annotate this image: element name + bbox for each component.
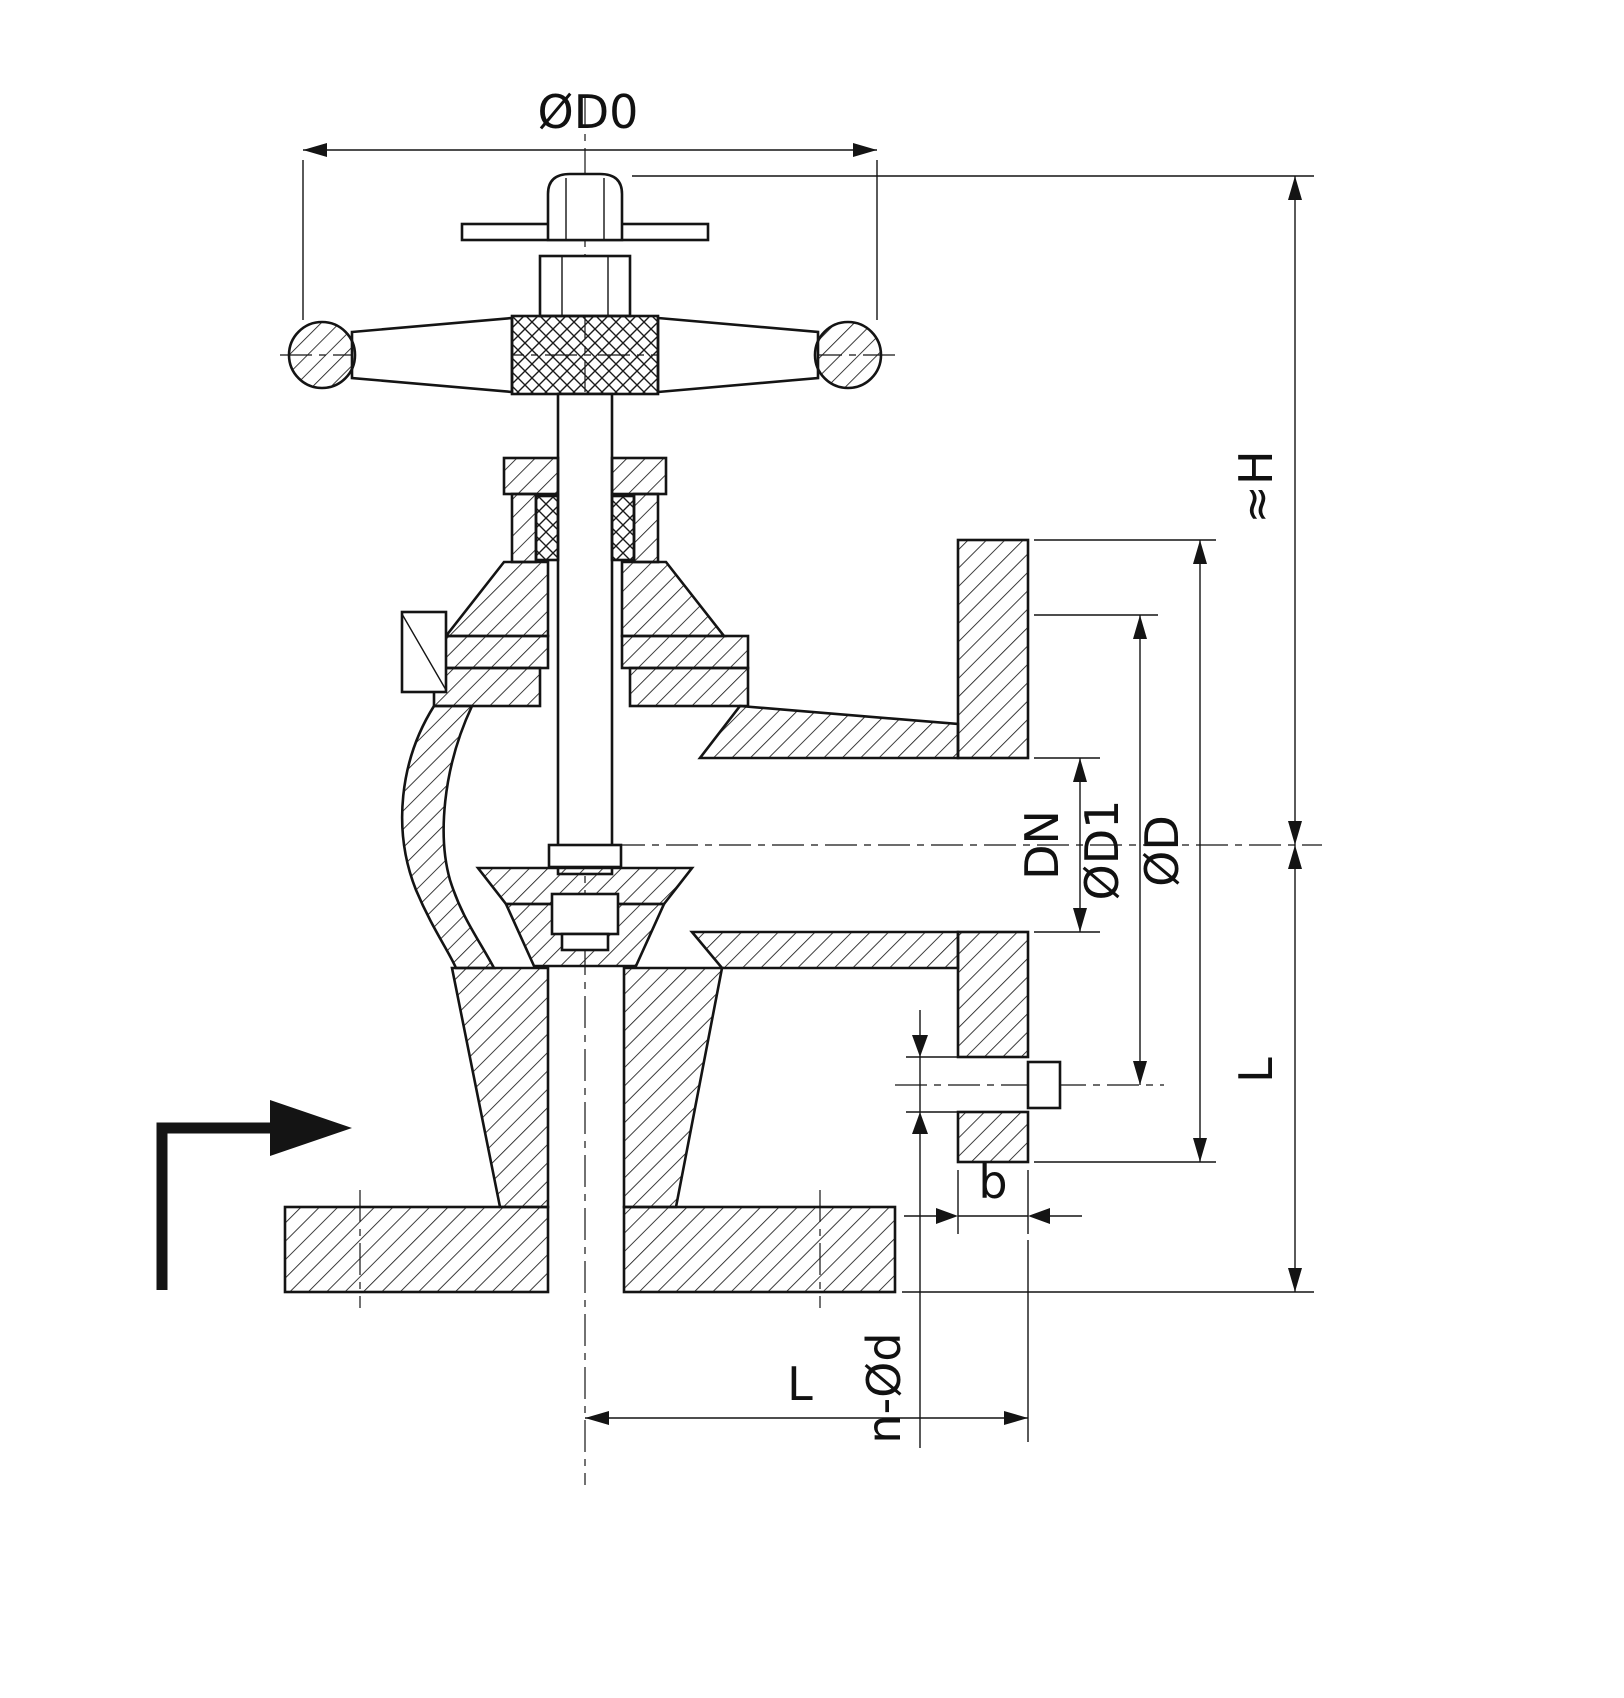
handwheel-hub: [510, 314, 660, 396]
dim-l-side: L: [902, 845, 1314, 1293]
gland-flange-left: [502, 456, 560, 496]
dim-nd: n-Ød: [857, 1010, 958, 1448]
stem-shaft: [556, 392, 614, 876]
bonnet-wall-left: [443, 560, 550, 638]
outlet-wall-top: [697, 704, 960, 760]
dim-l-bottom-label: L: [787, 1357, 813, 1411]
bonnet-clamp-detail: [401, 613, 447, 691]
dim-l-side-label: L: [1229, 1057, 1283, 1083]
bonnet-flange-right: [620, 634, 750, 670]
dim-l-bottom: L: [585, 1240, 1029, 1442]
outlet-flange-upper: [956, 538, 1030, 760]
dim-d1-label: ØD1: [1075, 800, 1129, 901]
dim-b-arrow-right: [1028, 1208, 1050, 1224]
stem-tip: [560, 932, 610, 952]
body-flange-right: [628, 666, 750, 708]
outlet-wall-bottom: [689, 930, 960, 970]
gland-packing: [502, 456, 668, 564]
dim-nd-arrow-bottom: [912, 1112, 928, 1134]
body-flange-left: [432, 666, 542, 708]
dim-nd-extension-lines: [906, 1056, 958, 1113]
outlet-flange: [956, 538, 1062, 1164]
base-flange-right: [622, 1205, 897, 1294]
dim-b: b: [904, 1155, 1082, 1234]
packing-rings-right: [610, 494, 636, 562]
dim-nd-label: n-Ød: [857, 1332, 911, 1443]
spoke-right: [656, 316, 820, 394]
base-flange-left: [283, 1205, 550, 1294]
dim-dn: DN: [1015, 757, 1100, 933]
dim-dn-label: DN: [1015, 810, 1069, 880]
outlet-flange-middle: [956, 930, 1030, 1059]
dim-dn-extension-lines: [1034, 757, 1100, 933]
cap-nut-facets: [565, 178, 605, 240]
rim-section-right: [813, 320, 883, 390]
disc-nut: [550, 892, 620, 936]
dim-d0-label: ØD0: [538, 85, 639, 139]
valve-stem: [547, 392, 623, 876]
bonnet: [400, 560, 750, 708]
flow-direction: [156, 1100, 352, 1290]
stuffing-box-right: [632, 492, 660, 564]
valve-body: [400, 704, 960, 1209]
packing-rings-left: [534, 494, 560, 562]
dim-d-extension-lines: [1034, 539, 1216, 1163]
dim-b-label: b: [978, 1155, 1007, 1209]
stem-collar: [547, 843, 623, 869]
bolt-hole-boss: [1026, 1060, 1062, 1110]
stuffing-box-left: [510, 492, 538, 564]
hex-nut-facets: [561, 256, 609, 316]
dim-b-arrow-left: [936, 1208, 958, 1224]
dim-nd-arrow-top: [912, 1035, 928, 1057]
dim-d0-extension-lines: [302, 160, 878, 320]
spoke-left: [350, 316, 514, 394]
cap-nut: [546, 172, 624, 242]
bonnet-wall-right: [620, 560, 727, 638]
dim-h: ≈H: [632, 175, 1314, 845]
rim-section-left: [287, 320, 357, 390]
dim-d-label: ØD: [1135, 815, 1189, 887]
inlet-cone-wall-right: [622, 966, 724, 1209]
hex-nut: [538, 254, 632, 318]
base-flange: [283, 1205, 897, 1294]
dim-h-label: ≈H: [1229, 450, 1283, 523]
handwheel-assembly: [287, 172, 883, 396]
dim-d0: ØD0: [302, 85, 878, 320]
dim-b-extension-lines: [957, 1170, 1029, 1234]
flow-arrow-head: [270, 1100, 352, 1156]
gland-flange-right: [610, 456, 668, 496]
flow-arrow-tail: [156, 1122, 270, 1290]
outlet-flange-lower: [956, 1110, 1030, 1164]
inlet-cone-wall-left: [450, 966, 550, 1209]
body-wall-left: [400, 704, 497, 970]
